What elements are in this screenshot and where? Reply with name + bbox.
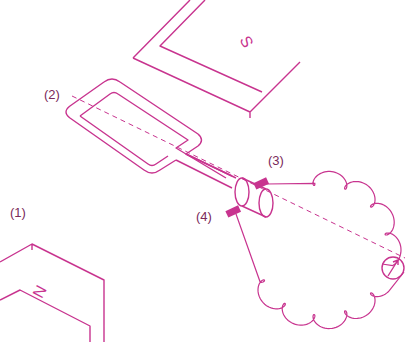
brush	[225, 205, 241, 217]
s-magnet	[133, 0, 300, 118]
rotation-axis	[72, 96, 405, 258]
callout-number: (2)	[44, 88, 60, 101]
shaft-leads	[176, 154, 236, 188]
slip-ring	[235, 178, 249, 206]
magnet-pole: S	[232, 28, 260, 56]
coil-loop	[66, 79, 232, 176]
pole-letter: S	[236, 33, 257, 51]
coil-loop-inner	[80, 93, 226, 179]
callout-number: (3)	[268, 154, 284, 167]
pole-letter: N	[30, 283, 51, 301]
slip-ring	[259, 189, 273, 217]
callout-number: (4)	[196, 210, 212, 223]
callout-number: (1)	[10, 206, 26, 219]
magnet-pole: N	[26, 278, 54, 306]
coiled-wire	[236, 171, 404, 328]
n-magnet	[0, 244, 104, 342]
